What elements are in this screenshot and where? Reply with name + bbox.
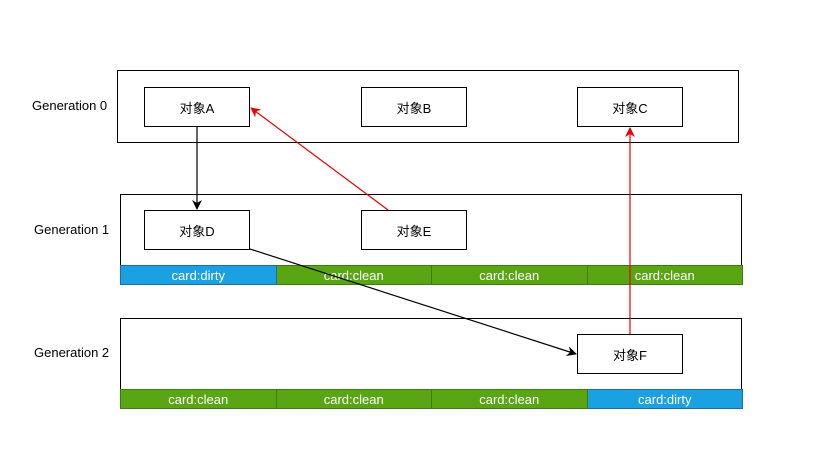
object-a[interactable]: 对象A <box>144 87 250 127</box>
generation-1-card-table: card:dirty card:clean card:clean card:cl… <box>120 265 743 285</box>
object-c[interactable]: 对象C <box>577 87 683 127</box>
object-e[interactable]: 对象E <box>361 210 467 250</box>
gen2-card-2: card:clean <box>276 389 432 409</box>
generation-0-label: Generation 0 <box>32 98 108 113</box>
generation-1-label: Generation 1 <box>34 222 110 237</box>
gen2-card-3: card:clean <box>432 389 588 409</box>
gen2-card-1: card:clean <box>120 389 277 409</box>
object-b[interactable]: 对象B <box>361 87 467 127</box>
gen1-card-1: card:dirty <box>120 265 277 285</box>
object-d[interactable]: 对象D <box>144 210 250 250</box>
gen1-card-2: card:clean <box>276 265 432 285</box>
gen1-card-4: card:clean <box>587 265 743 285</box>
gen2-card-4: card:dirty <box>587 389 743 409</box>
object-f[interactable]: 对象F <box>577 334 683 374</box>
generation-2-card-table: card:clean card:clean card:clean card:di… <box>120 389 743 409</box>
gen1-card-3: card:clean <box>432 265 588 285</box>
generation-2-label: Generation 2 <box>34 345 110 360</box>
